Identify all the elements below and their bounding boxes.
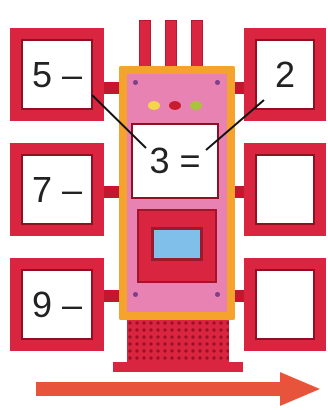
pointer-line-left <box>92 95 146 148</box>
arrow-shaft <box>36 382 284 396</box>
arrow-head <box>280 372 320 406</box>
direction-arrow-icon <box>36 372 320 406</box>
pointer-line-right <box>206 100 264 150</box>
